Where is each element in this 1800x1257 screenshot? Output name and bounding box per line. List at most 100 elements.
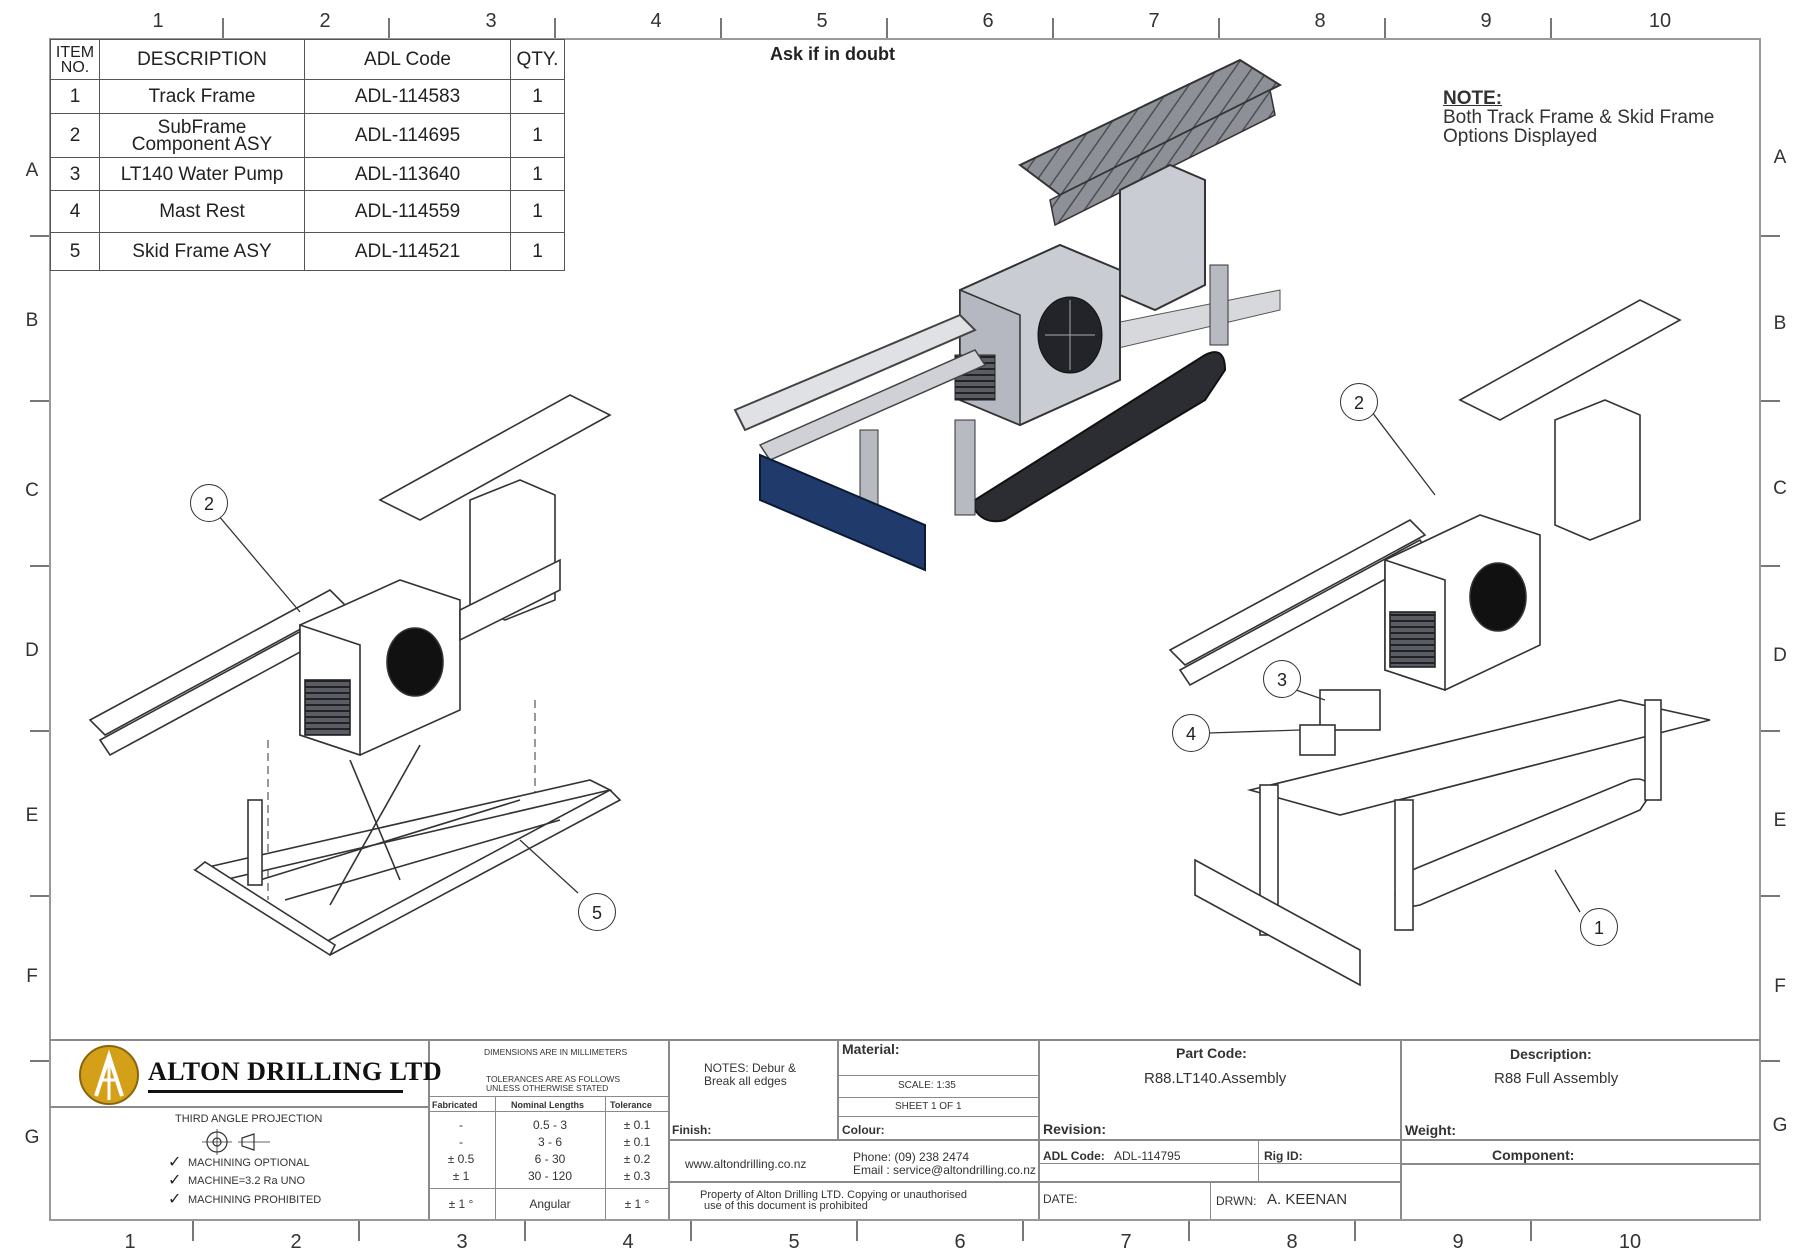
tol-fab: - <box>459 1135 463 1149</box>
tol-length: 0.5 - 3 <box>532 1118 568 1132</box>
zone-tick <box>30 730 49 732</box>
feed-beam <box>733 313 977 432</box>
center-isometric-view <box>733 58 1283 572</box>
colour-label: Colour: <box>842 1123 885 1137</box>
zone-tick <box>388 18 390 38</box>
bom-qty: 1 <box>510 79 565 114</box>
bom-code: ADL-114583 <box>304 79 511 114</box>
zone-tick <box>554 18 556 38</box>
subframe <box>459 558 561 642</box>
tol-value: ± 0.1 <box>623 1118 651 1132</box>
zone-col-7-bottom: 7 <box>1120 1231 1132 1253</box>
title-block: ALTON DRILLING LTD THIRD ANGLE PROJECTIO… <box>50 1039 1760 1219</box>
tolerance-header-lengths: Nominal Lengths <box>511 1100 585 1110</box>
part-code-label: Part Code: <box>1176 1045 1247 1061</box>
leader-line <box>1554 869 1581 913</box>
scale-value: SCALE: 1:35 <box>898 1080 956 1091</box>
balloon-item-2-right: 2 <box>1340 383 1378 421</box>
machining-roughness: MACHINE=3.2 Ra UNO <box>188 1175 306 1187</box>
zone-col-10-bottom: 10 <box>1618 1231 1642 1253</box>
note-line-2: Options Displayed <box>1443 126 1598 147</box>
feed-beam-lower <box>758 349 987 461</box>
bom-item-no: 5 <box>50 232 100 271</box>
zone-tick <box>1761 400 1780 402</box>
tol-angular-fab: ± 1 ° <box>448 1197 474 1211</box>
bom-code: ADL-114695 <box>304 113 511 158</box>
notes-line-2: Break all edges <box>704 1074 787 1088</box>
tolerance-header-tolerance: Tolerance <box>610 1100 652 1110</box>
balloon-item-2-left: 2 <box>190 484 228 522</box>
zone-col-5-top: 5 <box>816 10 828 32</box>
control-cabinet <box>1119 163 1206 312</box>
property-line-1: Property of Alton Drilling LTD. Copying … <box>700 1189 967 1201</box>
zone-tick <box>1022 1221 1024 1241</box>
crawler-track <box>1394 778 1651 908</box>
skid-crossmember <box>259 799 521 881</box>
zone-col-1-bottom: 1 <box>124 1231 136 1253</box>
machining-prohibited: MACHINING PROHIBITED <box>188 1194 322 1206</box>
diagonal-brace <box>349 759 401 881</box>
bom-header-item-line2: NO. <box>60 58 90 76</box>
zone-col-6-top: 6 <box>982 10 994 32</box>
note-line-1: Both Track Frame & Skid Frame <box>1443 107 1715 128</box>
zone-col-1-top: 1 <box>152 10 164 32</box>
zone-tick <box>1761 565 1780 567</box>
dimensions-note: DIMENSIONS ARE IN MILLIMETERS <box>484 1047 628 1057</box>
property-line-2: use of this document is prohibited <box>704 1200 868 1212</box>
bom-qty: 1 <box>510 232 565 271</box>
zone-tick <box>1550 18 1552 38</box>
balloon-item-1: 1 <box>1580 908 1618 946</box>
leader-line <box>1295 689 1326 701</box>
display-note: NOTE: Both Track Frame & Skid Frame Opti… <box>1443 89 1714 146</box>
mast-cover <box>1458 299 1682 421</box>
zone-tick <box>30 235 49 237</box>
assembly-drawings <box>88 58 1711 987</box>
zone-row-f-left: F <box>26 966 38 987</box>
zone-tick <box>30 565 49 567</box>
balloon-item-5: 5 <box>578 893 616 931</box>
bom-row: 3 LT140 Water Pump ADL-113640 1 <box>50 157 565 191</box>
description-value: R88 Full Assembly <box>1494 1070 1619 1087</box>
support-leg <box>1644 699 1662 801</box>
tol-angular-value: ± 1 ° <box>624 1197 650 1211</box>
description-label: Description: <box>1510 1046 1592 1062</box>
radiator-vents <box>1389 611 1436 668</box>
bom-qty: 1 <box>510 113 565 158</box>
water-pump <box>1319 689 1381 731</box>
website[interactable]: www.altondrilling.co.nz <box>685 1157 807 1171</box>
tolerances-note-2: UNLESS OTHERWISE STATED <box>486 1083 609 1093</box>
bom-description: Mast Rest <box>99 190 305 233</box>
leader-line <box>217 514 301 613</box>
zone-col-5-bottom: 5 <box>788 1231 800 1253</box>
fan-grille <box>386 627 444 697</box>
zone-row-g-right: G <box>1772 1115 1788 1136</box>
zone-tick <box>1354 1221 1356 1241</box>
zone-col-4-top: 4 <box>650 10 662 32</box>
revision-label: Revision: <box>1043 1121 1107 1137</box>
tol-value: ± 0.1 <box>623 1135 651 1149</box>
crawler-track <box>974 351 1227 523</box>
dozer-blade <box>759 453 926 572</box>
tolerance-header-fabricated: Fabricated <box>432 1100 478 1110</box>
zone-col-2-bottom: 2 <box>290 1231 302 1253</box>
projection-symbol <box>202 1129 270 1155</box>
zone-row-d-left: D <box>25 640 39 661</box>
support-leg <box>1209 264 1229 346</box>
check-icon: ✓ <box>168 1172 182 1189</box>
zone-row-a-right: A <box>1773 147 1787 168</box>
balloon-item-4: 4 <box>1172 714 1210 752</box>
zone-tick <box>1384 18 1386 38</box>
support-leg <box>954 419 976 516</box>
left-exploded-view <box>88 394 622 957</box>
bom-header-item-line1: ITEM <box>55 43 95 61</box>
zone-tick <box>720 18 722 38</box>
notes-line-1: NOTES: Debur & <box>704 1061 797 1075</box>
phone: Phone: (09) 238 2474 <box>853 1150 970 1164</box>
bom-header-qty: QTY. <box>510 39 565 80</box>
zone-col-4-bottom: 4 <box>622 1231 634 1253</box>
zone-tick <box>192 1221 194 1241</box>
mast-cover-lower <box>1049 88 1276 227</box>
fan-grille <box>1469 562 1527 632</box>
mast-cover <box>1018 58 1283 197</box>
email[interactable]: Email : service@altondrilling.co.nz <box>853 1163 1036 1177</box>
